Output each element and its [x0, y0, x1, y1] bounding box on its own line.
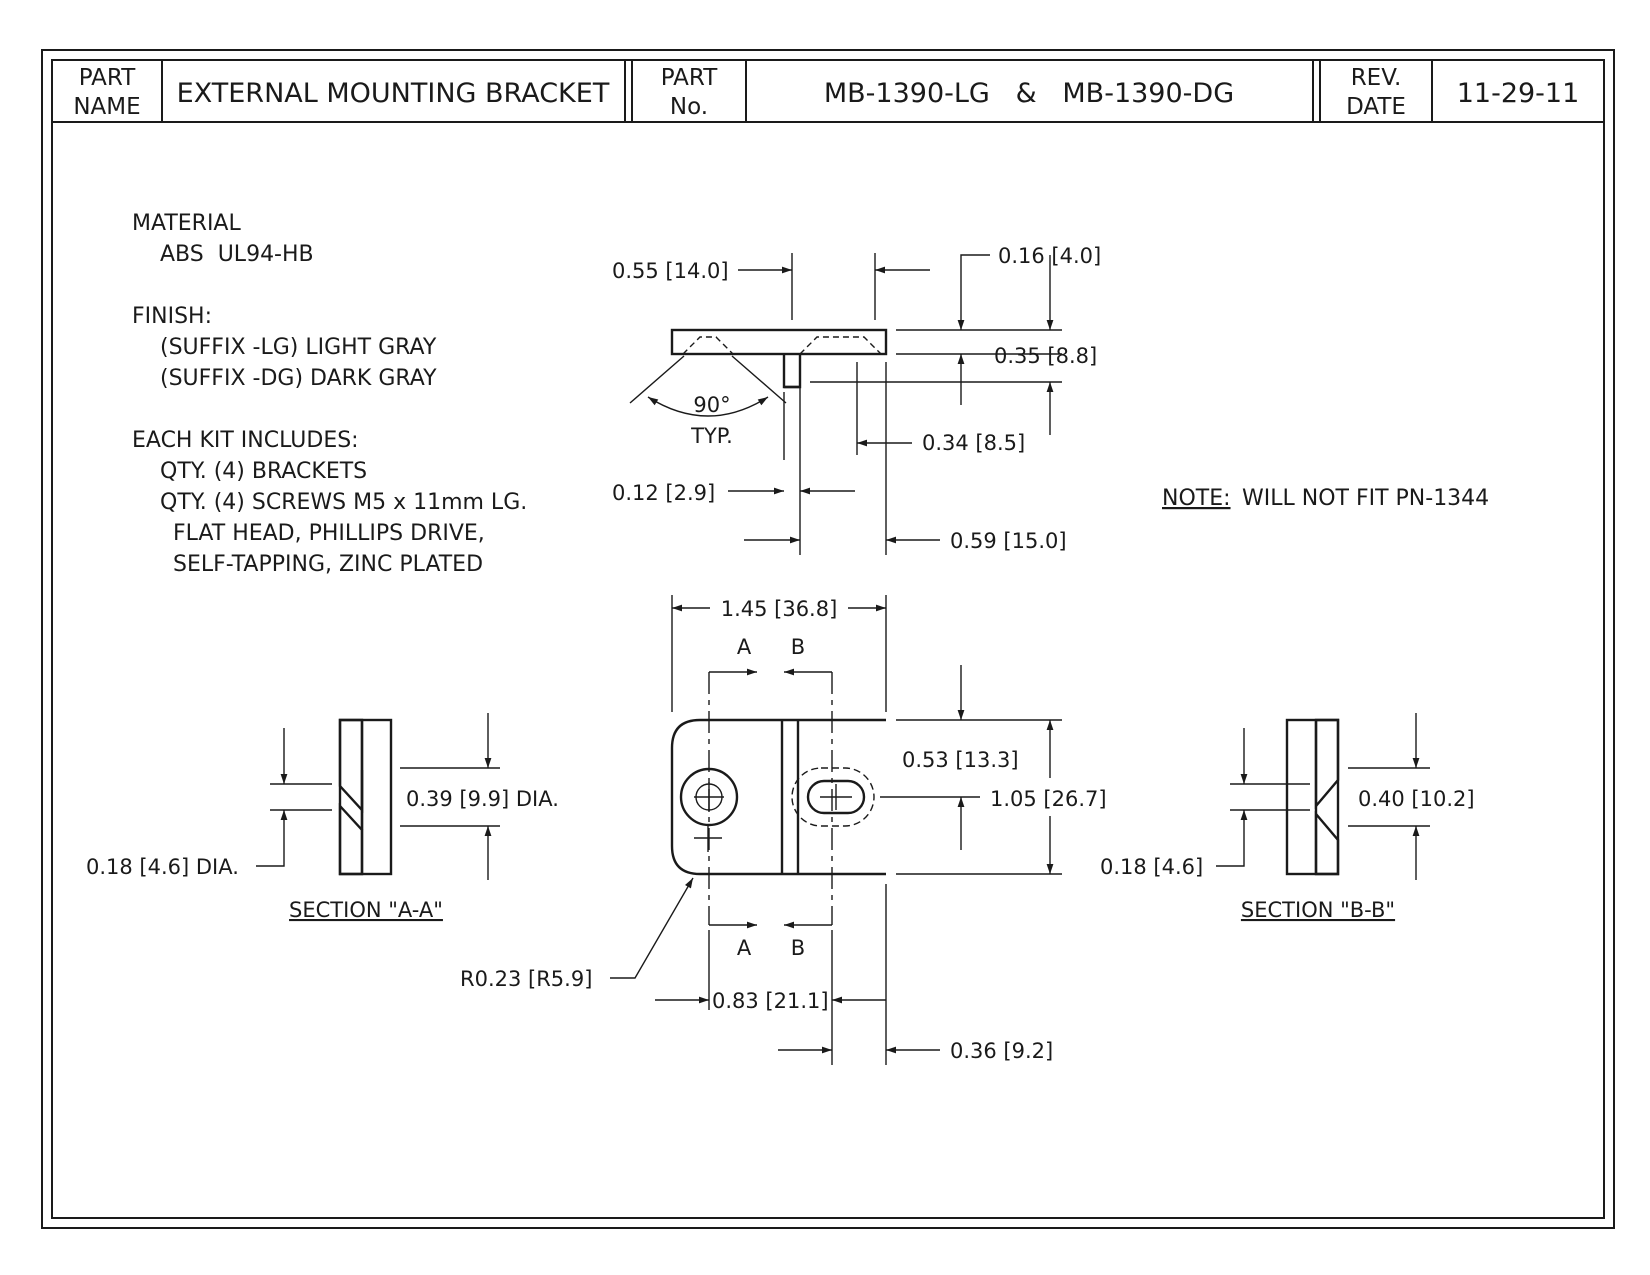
- cut-a-bottom-label: A: [737, 936, 752, 960]
- dim-012-label: 0.12 [2.9]: [612, 481, 715, 505]
- dim-018-label: 0.18 [4.6]: [1100, 855, 1203, 879]
- dim-018-arrow-2: [1216, 810, 1248, 867]
- dim-053-label: 0.53 [13.3]: [902, 748, 1019, 772]
- section-aa-title: SECTION "A-A": [289, 898, 443, 922]
- dim-059-label: 0.59 [15.0]: [950, 529, 1067, 553]
- part-no-label-1: PART: [661, 65, 718, 91]
- material-value: ABS UL94-HB: [160, 242, 314, 267]
- rev-date: 11-29-11: [1457, 78, 1580, 109]
- kit-heading: EACH KIT INCLUDES:: [132, 428, 359, 453]
- dim-083-label: 0.83 [21.1]: [712, 989, 829, 1013]
- dim-145-label: 1.45 [36.8]: [721, 597, 838, 621]
- finish-lg: (SUFFIX -LG) LIGHT GRAY: [160, 335, 437, 360]
- dim-036-label: 0.36 [9.2]: [950, 1039, 1053, 1063]
- section-bb-title: SECTION "B-B": [1241, 898, 1395, 922]
- finish-dg: (SUFFIX -DG) DARK GRAY: [160, 366, 437, 391]
- dim-r023-label: R0.23 [R5.9]: [460, 967, 592, 991]
- inner-border: [51, 59, 1605, 1219]
- dim-039-label: 0.39 [9.9] DIA.: [406, 787, 559, 811]
- rev-label-1: REV.: [1351, 65, 1402, 91]
- top-view: A B A B 1.45 [36.8] 0.53 [13.3] 1.05 [26…: [460, 595, 1107, 1065]
- notes: MATERIAL ABS UL94-HB FINISH: (SUFFIX -LG…: [132, 211, 1489, 577]
- part-no: MB-1390-LG & MB-1390-DG: [824, 78, 1234, 109]
- section-bb: 0.18 [4.6] 0.40 [10.2] SECTION "B-B": [1100, 713, 1475, 922]
- outer-border: [41, 49, 1615, 1229]
- dim-r023-leader: [610, 877, 694, 979]
- dim-040-label: 0.40 [10.2]: [1358, 787, 1475, 811]
- dim-016-arrow: [957, 254, 990, 330]
- cut-b-top-label: B: [791, 635, 805, 659]
- rev-label-2: DATE: [1346, 94, 1406, 120]
- dim-035-label: 0.35 [8.8]: [994, 344, 1097, 368]
- dim-055-label: 0.55 [14.0]: [612, 259, 729, 283]
- dim-018dia-label: 0.18 [4.6] DIA.: [86, 855, 239, 879]
- title-block: PART NAME EXTERNAL MOUNTING BRACKET PART…: [52, 60, 1604, 123]
- part-name-label-2: NAME: [73, 94, 140, 120]
- section-aa: 0.18 [4.6] DIA. 0.39 [9.9] DIA. SECTION …: [86, 713, 559, 922]
- part-no-label-2: No.: [670, 94, 708, 120]
- side-view: 90° TYP. 0.55 [14.0] 0.16 [4.0] 0.35 [8.…: [612, 244, 1101, 555]
- kit-line-3: FLAT HEAD, PHILLIPS DRIVE,: [173, 521, 485, 546]
- angle-label: 90°: [693, 393, 730, 417]
- part-name: EXTERNAL MOUNTING BRACKET: [177, 78, 610, 109]
- cut-b-bottom-label: B: [791, 936, 805, 960]
- dim-018dia-arrow-2: [256, 810, 288, 867]
- kit-line-4: SELF-TAPPING, ZINC PLATED: [173, 552, 483, 577]
- dim-034-label: 0.34 [8.5]: [922, 431, 1025, 455]
- fit-note-label: NOTE:: [1162, 486, 1231, 511]
- angle-typ-label: TYP.: [690, 424, 733, 448]
- dim-105-label: 1.05 [26.7]: [990, 787, 1107, 811]
- material-heading: MATERIAL: [132, 211, 241, 236]
- part-name-label-1: PART: [79, 65, 136, 91]
- kit-line-2: QTY. (4) SCREWS M5 x 11mm LG.: [160, 490, 527, 515]
- cut-a-top-label: A: [737, 635, 752, 659]
- finish-heading: FINISH:: [132, 304, 212, 329]
- fit-note: WILL NOT FIT PN-1344: [1242, 486, 1489, 511]
- kit-line-1: QTY. (4) BRACKETS: [160, 459, 367, 484]
